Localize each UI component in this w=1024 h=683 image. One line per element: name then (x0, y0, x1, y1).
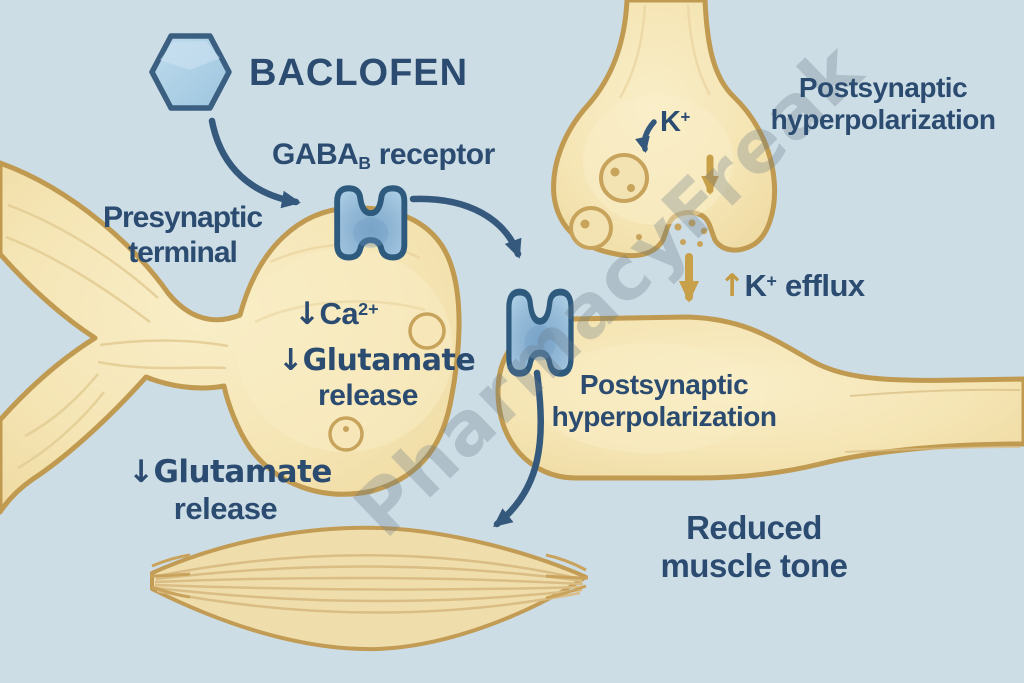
arrow-receptor-to-postsynaptic (409, 195, 522, 259)
glutamate-release-inside-label: ↓Glutamate release (278, 343, 476, 413)
presynaptic-vesicles (328, 312, 446, 452)
arrow-receptor-to-muscle (493, 369, 544, 528)
arrow-baclofen-to-receptor (208, 117, 301, 209)
glutamate-release-bottom-label: ↓Glutamate release (128, 454, 332, 526)
gaba-receptor-label: GABAB receptor (272, 138, 495, 173)
glutamate-inside-line1: ↓Glutamate (278, 343, 476, 378)
gaba-b-receptor-presynaptic (334, 185, 408, 261)
baclofen-title: BACLOFEN (249, 52, 469, 94)
presynaptic-highlight (237, 248, 453, 452)
k-base: K (660, 106, 681, 138)
k-efflux-base: K (744, 268, 767, 303)
glutamate-bottom-line1: ↓Glutamate (128, 454, 332, 490)
presynaptic-line2: terminal (128, 235, 238, 269)
postsynaptic-highlight (535, 343, 765, 453)
k-efflux-superscript: + (766, 271, 777, 292)
flow-arrows (208, 117, 657, 528)
glutamate-bottom-line2: release (173, 490, 278, 526)
down-arrow-glyph: ↓ (294, 296, 320, 332)
hyperpolarization-postsynaptic-label: Postsynaptic hyperpolarization (540, 369, 788, 433)
hyper-top-line2: hyperpolarization (770, 104, 996, 136)
ion-arrows (678, 154, 719, 303)
k-efflux-label: ↑K+ efflux (719, 268, 865, 305)
muscle-tone-line2: muscle tone (660, 546, 848, 584)
ca-base: Ca (319, 296, 359, 331)
ca-superscript: 2+ (358, 299, 379, 320)
potassium-ion-label: K+ (660, 106, 690, 139)
hyper-post-line2: hyperpolarization (551, 401, 777, 433)
hyper-top-line1: Postsynaptic (798, 72, 968, 103)
presynaptic-line1: Presynaptic (102, 201, 263, 234)
glutamate-inside-line2: release (318, 378, 418, 412)
hyper-post-line1: Postsynaptic (579, 369, 749, 400)
gaba-b-receptor-postsynaptic (506, 288, 574, 377)
up-arrow-glyph: ↑ (719, 268, 745, 304)
muscle-tone-line1: Reduced (686, 509, 822, 546)
baclofen-hexagon-icon (149, 33, 232, 111)
gaba-base: GABA (272, 138, 359, 171)
k-superscript: + (680, 107, 691, 127)
presynaptic-terminal-label: Presynaptic terminal (70, 201, 295, 270)
arrow-k-into-terminal (635, 119, 657, 154)
muscle-tendon-fray (149, 553, 589, 600)
upper-terminal-vesicles (569, 153, 649, 250)
neurotransmitter-dots (674, 219, 708, 247)
reduced-muscle-tone-label: Reduced muscle tone (643, 509, 865, 585)
hyperpolarization-top-label: Postsynaptic hyperpolarization (762, 72, 1004, 136)
postsynaptic-axon-texture (844, 388, 1021, 453)
k-efflux-rest: efflux (776, 268, 865, 303)
calcium-decrease-label: ↓Ca2+ (294, 296, 379, 333)
muscle-striations (154, 553, 584, 614)
upper-terminal-texture (618, 4, 712, 99)
gaba-rest: receptor (370, 138, 496, 171)
gaba-subscript: B (358, 152, 371, 173)
